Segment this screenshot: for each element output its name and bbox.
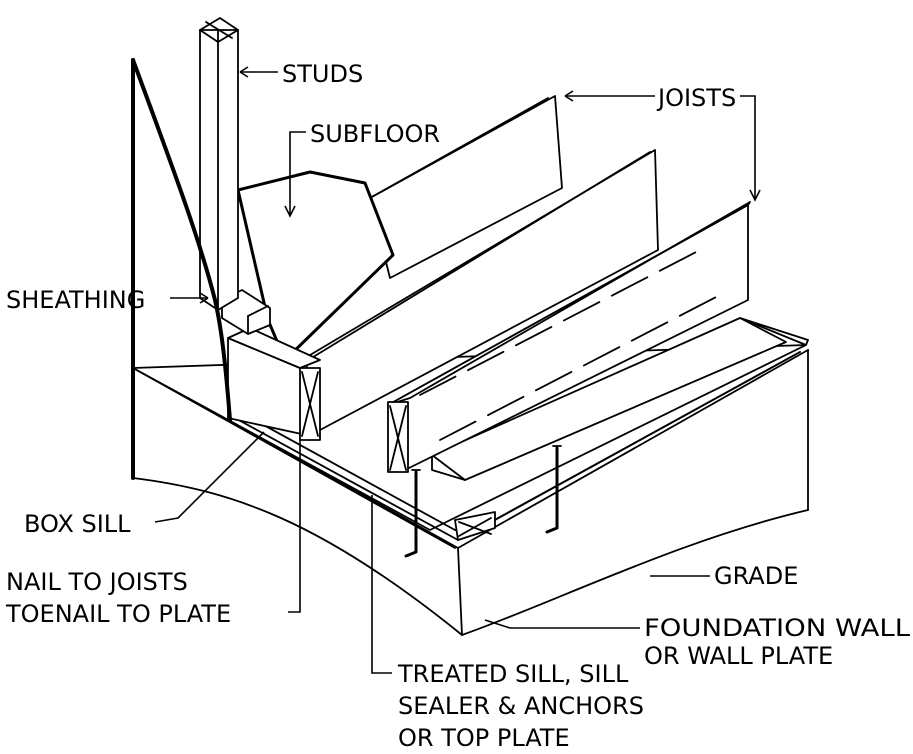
label-joists: JOISTS xyxy=(656,84,736,112)
labels: STUDS JOISTS SUBFLOOR SHEATHING BOX SILL… xyxy=(5,60,911,752)
anchor-bolts xyxy=(404,445,562,558)
label-treated-line2: SEALER & ANCHORS xyxy=(398,692,644,720)
label-grade: GRADE xyxy=(714,562,798,590)
joist-front xyxy=(387,201,751,473)
label-nail-line2: TOENAIL TO PLATE xyxy=(5,600,231,628)
label-subfloor: SUBFLOOR xyxy=(310,120,440,148)
label-nail-line1: NAIL TO JOISTS xyxy=(6,568,188,596)
cutaway-sill-outline xyxy=(431,317,787,481)
label-studs: STUDS xyxy=(282,60,363,88)
leader-lines xyxy=(154,66,761,674)
label-treated-line1: TREATED SILL, SILL xyxy=(397,660,629,688)
box-sill xyxy=(221,289,321,441)
label-foundation-line2: OR WALL PLATE xyxy=(644,642,833,670)
sill-plate xyxy=(234,351,801,549)
label-sheathing: SHEATHING xyxy=(6,286,145,314)
label-foundation-line1: FOUNDATION WALL xyxy=(644,614,911,642)
label-treated-line3: OR TOP PLATE xyxy=(398,724,570,752)
sheathing xyxy=(131,58,232,480)
label-box-sill: BOX SILL xyxy=(24,510,131,538)
